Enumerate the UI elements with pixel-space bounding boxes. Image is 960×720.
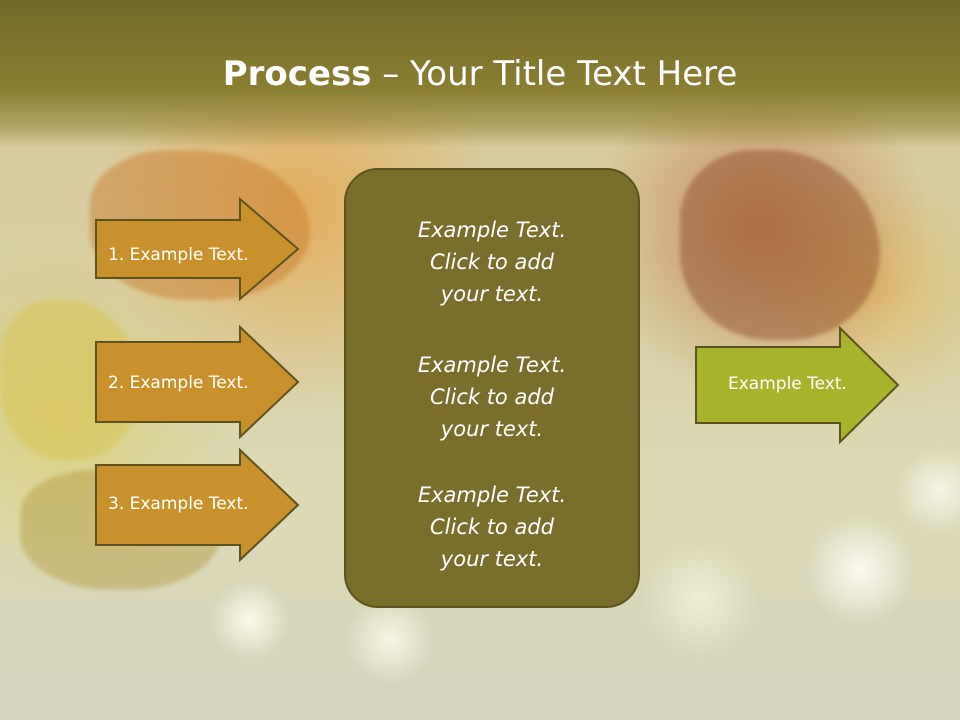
title-rest-part: – Your Title Text Here (371, 54, 738, 94)
paragraph-line: Click to add (429, 250, 554, 274)
center-paragraph-1: Example Text. Click to add your text. (346, 214, 638, 310)
center-text-box[interactable]: Example Text. Click to add your text. Ex… (344, 168, 640, 608)
paragraph-line: Click to add (429, 385, 554, 409)
paragraph-line: your text. (440, 547, 544, 571)
paragraph-line: Example Text. (417, 353, 567, 377)
arrow-shape (95, 447, 300, 563)
paragraph-line: your text. (440, 282, 544, 306)
paragraph-line: Example Text. (417, 483, 567, 507)
arrow-shape (95, 324, 300, 440)
page-title[interactable]: Process – Your Title Text Here (0, 52, 960, 96)
left-arrow-1[interactable]: 1. Example Text. (95, 196, 300, 302)
arrow-shape (695, 325, 900, 445)
center-paragraph-2: Example Text. Click to add your text. (346, 349, 638, 445)
left-arrow-3[interactable]: 3. Example Text. (95, 447, 300, 563)
title-bar (0, 0, 960, 148)
title-bold-part: Process (222, 54, 372, 94)
left-arrow-label: 3. Example Text. (108, 494, 249, 514)
left-arrow-label: 2. Example Text. (108, 373, 249, 393)
background-leaf (680, 150, 880, 340)
left-arrow-2[interactable]: 2. Example Text. (95, 324, 300, 440)
arrow-shape (95, 196, 300, 302)
right-arrow[interactable]: Example Text. (695, 325, 900, 445)
right-arrow-label: Example Text. (728, 374, 847, 394)
paragraph-line: Click to add (429, 515, 554, 539)
center-paragraph-3: Example Text. Click to add your text. (346, 479, 638, 575)
paragraph-line: your text. (440, 417, 544, 441)
paragraph-line: Example Text. (417, 218, 567, 242)
left-arrow-label: 1. Example Text. (108, 245, 249, 265)
